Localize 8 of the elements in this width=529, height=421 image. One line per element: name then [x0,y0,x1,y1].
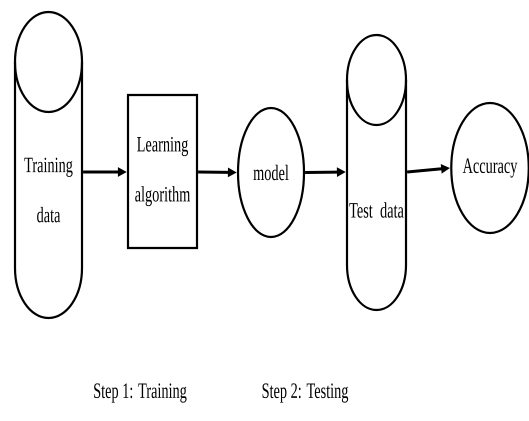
ellipse-node: model [236,106,306,238]
step-label: Step 2: Testing [262,383,348,403]
node-label: Test data [349,202,404,218]
process-box: Learning algorithm [126,94,198,250]
database-cylinder: Training data [14,10,84,320]
database-cylinder: Test data [346,34,408,312]
step-label: Step 1: Training [94,383,187,403]
node-label: Training data [24,158,73,222]
